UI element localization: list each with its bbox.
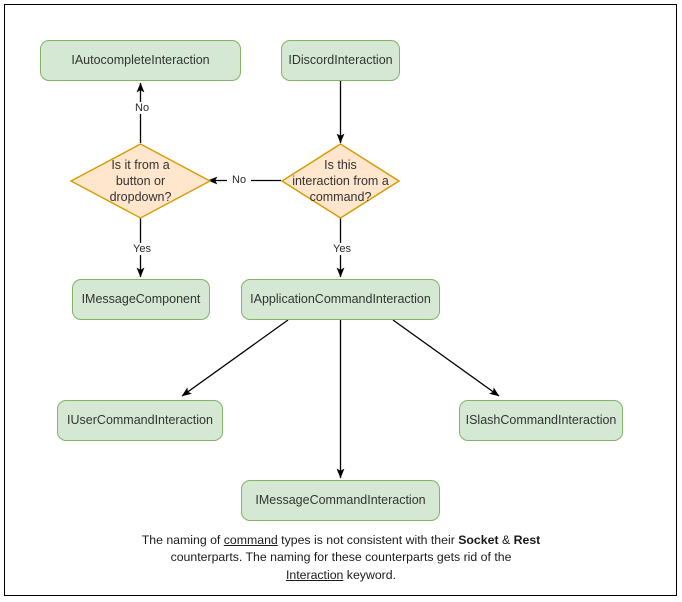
diagram-caption: The naming of command types is not consi… [141, 532, 541, 584]
decision-is-it-from-button-or-dropdown[interactable]: Is it from a button or dropdown? [70, 143, 211, 219]
node-label: IMessageComponent [81, 291, 201, 306]
node-label: ISlashCommandInteraction [465, 412, 617, 427]
caption-text: counterparts. The naming for these [170, 550, 362, 565]
edge-label-yes-message-component: Yes [131, 243, 153, 256]
caption-text: counterparts gets rid of the [365, 550, 512, 565]
caption-text: The naming of [141, 533, 224, 547]
caption-underline-interaction: Interaction [285, 567, 344, 582]
node-discord-interaction[interactable]: IDiscordInteraction [281, 40, 400, 81]
node-label: IApplicationCommandInteraction [250, 291, 431, 306]
caption-underline-command: command [223, 533, 278, 547]
node-slash-command-interaction[interactable]: ISlashCommandInteraction [459, 400, 623, 441]
node-label: IUserCommandInteraction [67, 412, 213, 427]
caption-text: types is not consistent with their [277, 533, 455, 547]
node-application-command-interaction[interactable]: IApplicationCommandInteraction [241, 279, 440, 320]
node-label: IMessageCommandInteraction [255, 492, 426, 507]
node-label: IDiscordInteraction [288, 52, 393, 67]
diamond-shape [70, 143, 211, 219]
diamond-shape [281, 143, 400, 219]
node-autocomplete-interaction[interactable]: IAutocompleteInteraction [40, 40, 241, 81]
caption-text: & [498, 533, 514, 547]
caption-text: keyword. [343, 567, 397, 582]
caption-bold-rest: Rest [513, 533, 541, 547]
decision-is-this-interaction-from-a-command[interactable]: Is this interaction from a command? [281, 143, 400, 219]
edge-label-no-autocomplete: No [133, 102, 152, 115]
node-message-command-interaction[interactable]: IMessageCommandInteraction [241, 480, 440, 521]
edge-application-command-to-user-command [181, 319, 289, 397]
decision-label: Is it from a button or dropdown? [109, 158, 172, 204]
node-user-command-interaction[interactable]: IUserCommandInteraction [57, 400, 223, 441]
decision-label: Is this interaction from a command? [292, 158, 389, 204]
caption-bold-socket: Socket [458, 533, 499, 547]
edge-label-yes-application-command: Yes [331, 243, 353, 256]
edge-application-command-to-slash-command [392, 319, 500, 397]
caption-line-2: Socket & Rest counterparts. The naming f… [171, 533, 541, 564]
caption-line-3: counterparts gets rid of the Interaction… [286, 550, 511, 581]
caption-line-1: The naming of command types is not consi… [142, 533, 455, 547]
edge-label-no-decision-link: No [230, 174, 249, 187]
node-label: IAutocompleteInteraction [71, 52, 210, 67]
node-message-component[interactable]: IMessageComponent [72, 279, 210, 320]
